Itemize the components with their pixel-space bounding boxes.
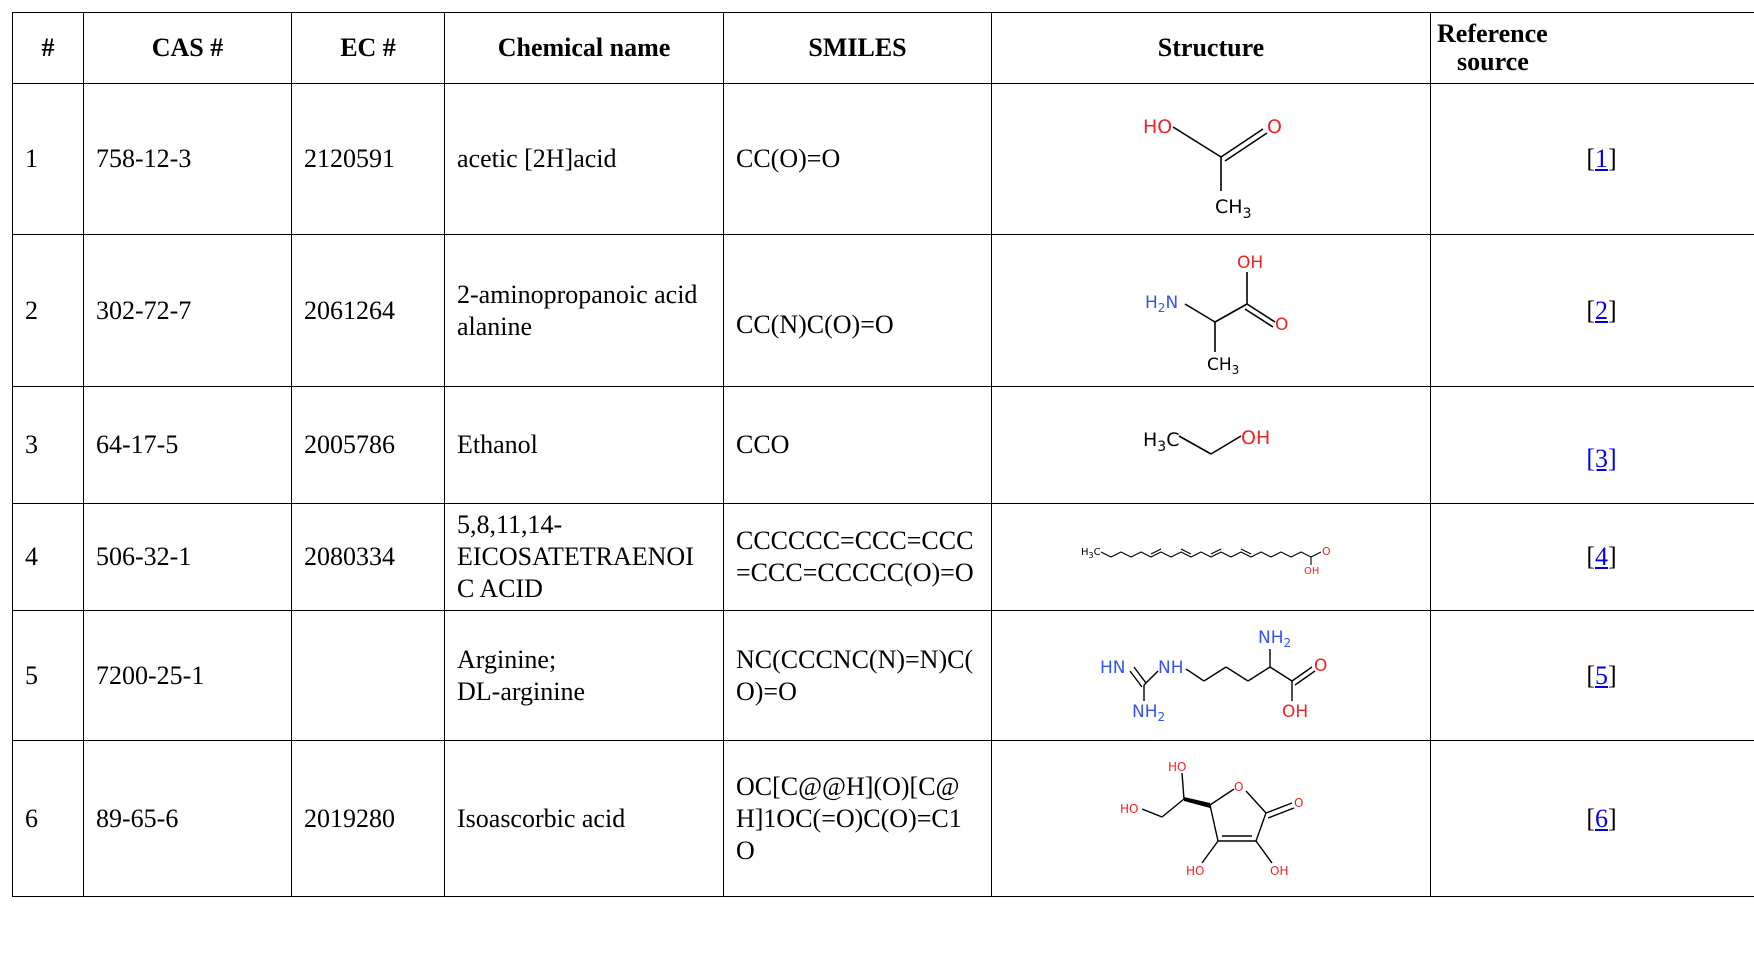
cell-name: 5,8,11,14- EICOSATETRAENOI C ACID xyxy=(444,503,724,611)
col-header-num: # xyxy=(12,12,84,84)
cell-name: Isoascorbic acid xyxy=(444,740,724,897)
cell-cas: 758-12-3 xyxy=(83,83,292,235)
table-row: 1 758-12-3 2120591 acetic [2H]acid CC(O)… xyxy=(12,83,1754,235)
svg-text:H3C: H3C xyxy=(1143,429,1180,455)
svg-text:NH2: NH2 xyxy=(1132,702,1165,724)
structure-isoascorbic-acid: HO HO O O HO OH xyxy=(1120,760,1303,878)
svg-text:HO: HO xyxy=(1186,864,1204,878)
reference-link[interactable]: 4 xyxy=(1595,542,1608,571)
structure-acetic-acid: HO O CH3 xyxy=(1143,116,1282,222)
reference-link[interactable]: 5 xyxy=(1595,660,1608,690)
cell-ec: 2005786 xyxy=(291,386,445,504)
col-header-name: Chemical name xyxy=(444,12,724,84)
cell-name: Ethanol xyxy=(444,386,724,504)
svg-text:H3C: H3C xyxy=(1081,547,1101,560)
cell-structure: HO O CH3 xyxy=(991,83,1431,235)
reference-link[interactable]: [3] xyxy=(1586,444,1617,473)
svg-text:HN: HN xyxy=(1100,658,1126,678)
cell-cas: 506-32-1 xyxy=(83,503,292,611)
svg-text:HO: HO xyxy=(1120,802,1138,816)
cell-reference: [1] xyxy=(1430,83,1754,235)
structure-arginine: NH2 HN NH O NH2 OH xyxy=(1100,628,1327,724)
chemicals-table: # CAS # EC # Chemical name SMILES Struct… xyxy=(12,12,1754,897)
svg-text:HO: HO xyxy=(1143,116,1172,138)
svg-text:NH: NH xyxy=(1158,658,1184,678)
svg-text:NH2: NH2 xyxy=(1258,628,1291,650)
cell-smiles: OC[C@@H](O)[C@ H]1OC(=O)C(O)=C1 O xyxy=(723,740,992,897)
table-row: 5 7200-25-1 Arginine; DL-arginine NC(CCC… xyxy=(12,610,1754,741)
cell-ec: 2080334 xyxy=(291,503,445,611)
cell-reference: [4] xyxy=(1430,503,1754,611)
cell-ec: 2120591 xyxy=(291,83,445,235)
cell-name: acetic [2H]acid xyxy=(444,83,724,235)
reference-link[interactable]: 6 xyxy=(1595,803,1608,833)
col-header-cas: CAS # xyxy=(83,12,292,84)
svg-text:O: O xyxy=(1294,796,1303,810)
cell-structure: NH2 HN NH O NH2 OH xyxy=(991,610,1431,741)
svg-text:O: O xyxy=(1267,116,1282,138)
cell-cas: 302-72-7 xyxy=(83,234,292,387)
cell-smiles: CCCCCC=CCC=CCC =CCC=CCCCC(O)=O xyxy=(723,503,992,611)
svg-text:O: O xyxy=(1314,656,1327,676)
structure-arachidonic-acid: H3C O OH xyxy=(1081,545,1331,577)
cell-reference: [5] xyxy=(1430,610,1754,741)
col-header-smiles: SMILES xyxy=(723,12,992,84)
document-page: # CAS # EC # Chemical name SMILES Struct… xyxy=(12,12,1754,976)
cell-structure: H3C O OH xyxy=(991,503,1431,611)
cell-ec: 2061264 xyxy=(291,234,445,387)
cell-num: 2 xyxy=(12,234,84,387)
svg-text:OH: OH xyxy=(1237,253,1263,273)
cell-smiles: CC(O)=O xyxy=(723,83,992,235)
cell-cas: 7200-25-1 xyxy=(83,610,292,741)
svg-text:OH: OH xyxy=(1282,702,1308,722)
cell-structure: OH H2N O CH3 xyxy=(991,234,1431,387)
reference-link[interactable]: 1 xyxy=(1595,144,1608,173)
cell-cas: 89-65-6 xyxy=(83,740,292,897)
table-row: 2 302-72-7 2061264 2-aminopropanoic acid… xyxy=(12,234,1754,387)
table-row: 3 64-17-5 2005786 Ethanol CCO H3C OH [3] xyxy=(12,386,1754,504)
cell-smiles: CCO xyxy=(723,386,992,504)
col-header-structure: Structure xyxy=(991,12,1431,84)
structure-alanine: OH H2N O CH3 xyxy=(1145,253,1288,377)
svg-text:OH: OH xyxy=(1304,566,1319,577)
cell-ec: 2019280 xyxy=(291,740,445,897)
svg-text:O: O xyxy=(1322,545,1331,558)
svg-text:H2N: H2N xyxy=(1145,293,1178,315)
cell-num: 5 xyxy=(12,610,84,741)
cell-ec xyxy=(291,610,445,741)
cell-name: 2-aminopropanoic acid alanine xyxy=(444,234,724,387)
cell-name: Arginine; DL-arginine xyxy=(444,610,724,741)
reference-link[interactable]: 2 xyxy=(1595,295,1608,325)
cell-smiles: CC(N)C(O)=O xyxy=(723,234,992,387)
svg-text:HO: HO xyxy=(1168,760,1186,774)
cell-num: 3 xyxy=(12,386,84,504)
svg-text:CH3: CH3 xyxy=(1215,196,1251,222)
cell-num: 1 xyxy=(12,83,84,235)
cell-reference: [6] xyxy=(1430,740,1754,897)
cell-num: 6 xyxy=(12,740,84,897)
cell-reference: [2] xyxy=(1430,234,1754,387)
svg-text:O: O xyxy=(1234,780,1243,794)
cell-structure: H3C OH xyxy=(991,386,1431,504)
structure-ethanol: H3C OH xyxy=(1143,427,1270,455)
svg-text:O: O xyxy=(1275,315,1288,335)
table-header: # CAS # EC # Chemical name SMILES Struct… xyxy=(12,12,1754,84)
cell-reference: [3] xyxy=(1430,386,1754,504)
table-row: 6 89-65-6 2019280 Isoascorbic acid OC[C@… xyxy=(12,740,1754,897)
table-row: 4 506-32-1 2080334 5,8,11,14- EICOSATETR… xyxy=(12,503,1754,611)
svg-text:OH: OH xyxy=(1270,864,1288,878)
svg-text:CH3: CH3 xyxy=(1207,355,1239,377)
svg-text:OH: OH xyxy=(1241,427,1270,449)
cell-smiles: NC(CCCNC(N)=N)C( O)=O xyxy=(723,610,992,741)
cell-num: 4 xyxy=(12,503,84,611)
cell-cas: 64-17-5 xyxy=(83,386,292,504)
col-header-ec: EC # xyxy=(291,12,445,84)
cell-structure: HO HO O O HO OH xyxy=(991,740,1431,897)
